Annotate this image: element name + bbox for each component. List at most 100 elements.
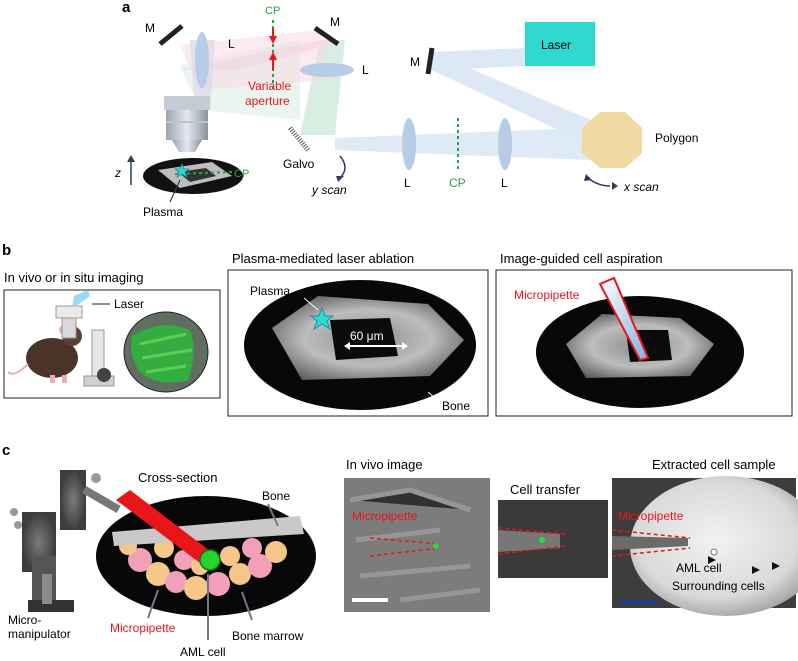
micropipette-pointer [147,589,159,619]
mirror-right-label: M [410,55,420,69]
extracted-line-1 [611,529,691,539]
x-scan-label: x scan [623,180,659,194]
panel-b-letter: b [2,242,11,259]
aperture-arrow-down [269,36,277,44]
in-vivo-pipette-line-1 [369,537,441,545]
polygon-scanner [582,112,642,168]
lens-top-left-label: L [228,37,235,51]
mirror-center-label: M [330,15,340,29]
cross-section-bone [112,516,304,546]
mirror-right [425,47,435,75]
bone-marrow-label: Bone marrow [232,629,304,643]
in-vivo-texture [349,487,481,603]
lens-center [300,63,354,77]
lens-bottom-1 [402,118,416,170]
in-vivo-image-title: In vivo image [346,457,423,472]
extracted-aml-label: AML cell [676,561,722,575]
ablation-bone-label: Bone [442,399,470,413]
lens-bottom-2 [498,118,512,170]
panel-b-title-3: Image-guided cell aspiration [500,251,663,266]
y-scan-arrow-head [336,176,344,182]
extracted-pipette [612,536,688,550]
ablation-cavity [330,318,398,360]
objective-lens [164,96,210,152]
lens-top-left [195,32,209,88]
sample-cavity [178,168,216,182]
ablation-bone-pointer [427,391,441,403]
ablation-plasma-star [309,306,335,331]
plasma-pointer-a [169,179,181,203]
cp-top-label: CP [265,5,280,17]
micromanipulator-illustration [10,470,121,612]
y-scan-label: y scan [311,183,347,197]
panel-a-letter: a [122,0,131,16]
micromanipulator-label-1: Micro- [8,613,41,627]
ablation-scale-label: 60 μm [350,329,384,343]
in-vivo-micropipette-label: Micropipette [352,509,418,523]
variable-aperture-label-1: Variable [248,79,291,93]
laser-label: Laser [541,38,571,52]
bone-label-c: Bone [262,489,290,503]
bone-pointer [267,503,279,527]
aspiration-micropipette-label: Micropipette [514,288,580,302]
lens-bottom-2-label: L [501,176,508,190]
x-scan-arrow-head-2 [612,182,618,190]
in-vivo-scale-bar [352,598,388,602]
beam-fan-pink [180,30,330,90]
panel-b-title-2: Plasma-mediated laser ablation [232,251,414,266]
cell-transfer-aml-cell [539,537,545,543]
micropipette-label-c: Micropipette [110,621,176,635]
microscope-illustration [55,305,115,387]
cell-transfer-line-1 [497,527,567,535]
ablation-plasma-pointer [303,297,319,311]
aperture-arrow-up [269,52,277,60]
imaging-view-texture [139,332,193,374]
mirror-left-label: M [145,21,155,35]
mirror-center [313,25,340,47]
galvo-label: Galvo [283,157,315,171]
cell-transfer-title: Cell transfer [510,482,581,497]
plasma-star-a [173,162,191,178]
ablation-plasma-label: Plasma [250,284,290,298]
cross-section-aml-cell [199,549,221,571]
mirror-left [158,24,184,46]
surrounding-arrow-1 [752,566,760,574]
x-scan-arrow-head-1 [584,174,592,181]
panel-a: a M M M L L L L CP [114,0,698,219]
surrounding-cells-label: Surrounding cells [672,579,765,593]
in-vivo-pipette-line-2 [369,547,441,557]
lens-bottom-1-label: L [404,176,411,190]
bone-marrow-pointer [241,591,253,621]
laser-box [525,22,595,66]
panel-c: c Micro- manipulator Cross-section [2,442,798,659]
z-axis-label: z [114,166,121,180]
lens-center-label: L [362,63,369,77]
plasma-label-a: Plasma [143,205,183,219]
micromanipulator-label-2: manipulator [8,627,71,641]
surrounding-arrow-2 [772,562,780,570]
cross-section-pipette [116,490,214,566]
extracted-title: Extracted cell sample [652,457,776,472]
extracted-aml-arrow [708,556,716,564]
extracted-line-2 [611,547,691,557]
extracted-scale-bar [620,600,658,604]
aspiration-pipette [598,276,650,362]
z-axis-arrow-head [127,155,135,162]
extracted-micropipette-label: Micropipette [618,509,684,523]
cp-bottom-label: CP [449,176,466,190]
ablation-scale-head-right [402,342,408,350]
polygon-label: Polygon [655,131,698,145]
imaging-laser-beam [66,290,90,306]
panel-b: b In vivo or in situ imaging Plasma-medi… [2,242,793,417]
panel-b-title-1: In vivo or in situ imaging [4,270,143,285]
y-scan-arrow [339,155,346,179]
cp-sample-label: CP [234,168,249,180]
cell-transfer-line-2 [497,545,567,555]
extracted-dish [630,476,798,616]
ablation-scale-head-left [344,342,350,350]
imaging-laser-label: Laser [114,297,144,311]
cell-transfer-pipette [498,530,560,552]
aml-cell-label-c: AML cell [180,645,226,659]
beam-mirror-to-polygon [432,52,602,145]
extracted-aml-cell [710,548,718,556]
